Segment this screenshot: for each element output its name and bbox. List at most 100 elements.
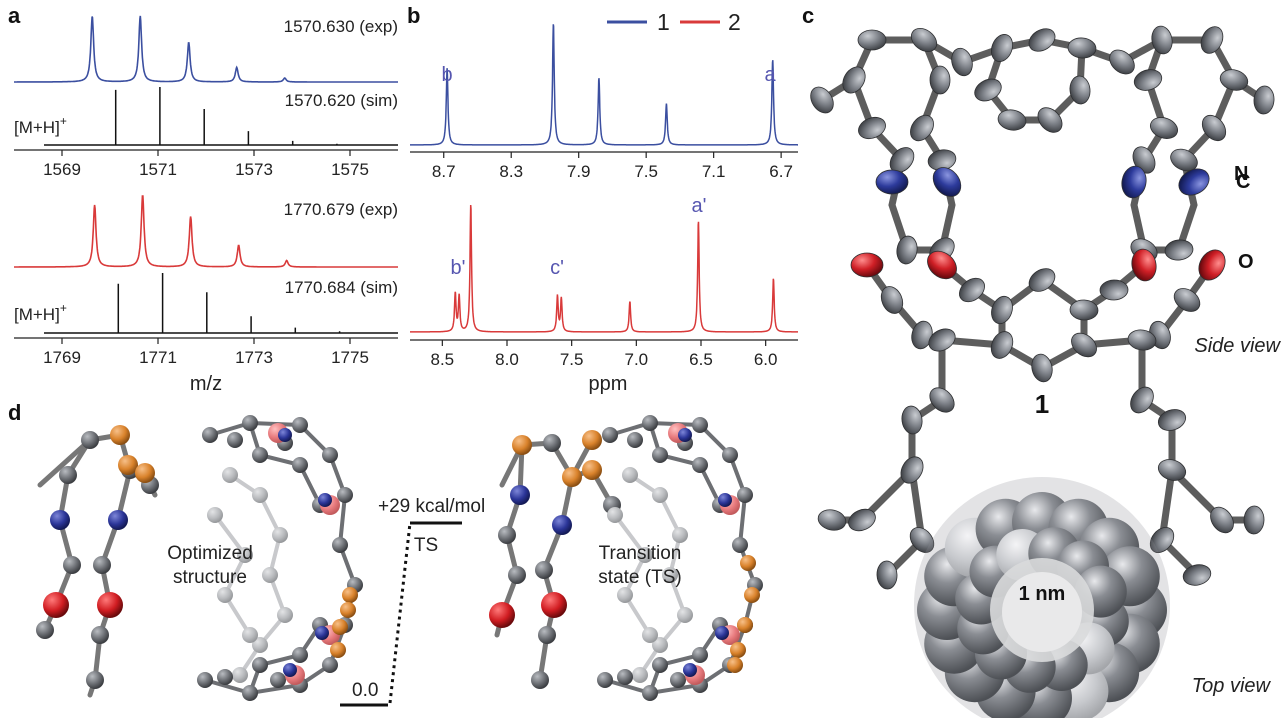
carbon-atom	[652, 447, 668, 463]
carbon-atom	[1173, 288, 1201, 312]
nmr-bottom-peak-a: a'	[692, 195, 707, 217]
carbon-atom	[1243, 505, 1265, 535]
carbon-atom	[59, 466, 77, 484]
carbon-atom	[1037, 107, 1063, 133]
ms-top-exp-trace	[14, 15, 398, 83]
nmr-top-peak-b: b	[441, 64, 452, 86]
tick-label: 8.0	[495, 350, 519, 369]
ms-bottom-exp-label: 1770.679 (exp)	[284, 200, 398, 219]
tick-label: 7.9	[567, 162, 591, 181]
carbon-atom	[227, 432, 243, 448]
tick-label: 7.5	[634, 162, 658, 181]
nitrogen-atom	[715, 626, 729, 640]
carbon-atom	[1201, 114, 1227, 142]
oxygen-atom	[43, 592, 69, 618]
carbon-atom	[1028, 28, 1056, 52]
tick-label: 8.7	[432, 162, 456, 181]
carbon-atom	[692, 647, 708, 663]
tick-label: 6.0	[754, 350, 778, 369]
carbon-atom	[322, 447, 338, 463]
carbon-atom	[1253, 85, 1275, 115]
light-carbon-atom	[632, 667, 648, 683]
carbon-atom	[876, 560, 898, 590]
light-carbon-atom	[622, 467, 638, 483]
highlight-atom	[340, 602, 356, 618]
highlight-atom	[118, 455, 138, 475]
ms-bottom-ion: [M+H]+	[14, 301, 67, 324]
oxygen-atom	[1131, 248, 1157, 282]
oxygen-atom	[489, 602, 515, 628]
nitrogen-atom	[718, 493, 732, 507]
carbon-atom	[1149, 527, 1175, 553]
carbon-atom	[1067, 37, 1097, 59]
oxygen-atom	[1198, 249, 1226, 281]
highlight-atom	[512, 435, 532, 455]
highlight-atom	[727, 657, 743, 673]
carbon-atom	[990, 331, 1014, 359]
ms-top-sim-trace	[44, 87, 398, 146]
carbon-atom	[974, 78, 1002, 102]
carbon-atom	[627, 432, 643, 448]
carbon-atom	[900, 456, 924, 484]
carbon-atom	[997, 109, 1027, 131]
carbon-atom	[597, 672, 613, 688]
light-carbon-atom	[607, 507, 623, 523]
reaction-path	[388, 522, 412, 704]
carbon-atom	[270, 672, 286, 688]
carbon-atom	[670, 672, 686, 688]
nitrogen-atom	[1121, 165, 1147, 199]
nmr-top-trace	[410, 24, 798, 146]
tick-label: 6.5	[689, 350, 713, 369]
ms-top-sim-label: 1570.620 (sim)	[285, 91, 398, 110]
ms-top-exp-label: 1570.630 (exp)	[284, 17, 398, 36]
tick-label: 8.5	[431, 350, 455, 369]
carbon-atom	[928, 328, 956, 352]
carbon-atom	[896, 235, 918, 265]
highlight-atom	[744, 587, 760, 603]
tick-label: 1775	[331, 348, 369, 367]
highlight-atom	[582, 430, 602, 450]
carbon-atom	[1071, 332, 1097, 358]
carbon-atom	[909, 527, 935, 553]
carbon-atom	[1069, 299, 1099, 321]
nitrogen-atom	[932, 167, 962, 197]
carbon-atom	[292, 647, 308, 663]
carbon-atom	[652, 657, 668, 673]
carbon-atom	[1170, 148, 1198, 172]
tick-label: 6.7	[769, 162, 793, 181]
tick-label: 7.1	[702, 162, 726, 181]
carbon-atom	[1127, 329, 1157, 351]
carbon-atom	[332, 537, 348, 553]
atom-label-c: C	[1236, 171, 1250, 193]
light-carbon-atom	[662, 567, 678, 583]
nitrogen-atom	[315, 626, 329, 640]
carbon-atom	[737, 487, 753, 503]
space-filling-top-view	[914, 477, 1170, 718]
tick-label: 1569	[43, 160, 81, 179]
highlight-atom	[562, 467, 582, 487]
carbon-atom	[1150, 117, 1178, 139]
nitrogen-atom	[108, 510, 128, 530]
ts-short-label: TS	[414, 535, 438, 556]
light-carbon-atom	[252, 637, 268, 653]
carbon-atom	[1028, 268, 1056, 292]
highlight-atom	[730, 642, 746, 658]
carbon-atom	[292, 457, 308, 473]
side-view-label: Side view	[1194, 335, 1281, 357]
light-carbon-atom	[642, 627, 658, 643]
panel-label-d: d	[8, 400, 22, 425]
ms-bottom-sim-trace	[44, 273, 398, 334]
ms-bottom-sim-label: 1770.684 (sim)	[285, 278, 398, 297]
light-carbon-atom	[652, 637, 668, 653]
carbon-atom	[242, 415, 258, 431]
carbon-atom	[929, 65, 951, 95]
nmr-bottom-peak-c: c'	[550, 257, 564, 279]
tick-label: 7.0	[625, 350, 649, 369]
oxygen-atom	[927, 250, 957, 280]
optimized-label-line2: structure	[173, 567, 247, 588]
macrocycle-ts	[597, 415, 763, 701]
highlight-atom	[342, 587, 358, 603]
carbon-atom	[880, 286, 904, 314]
